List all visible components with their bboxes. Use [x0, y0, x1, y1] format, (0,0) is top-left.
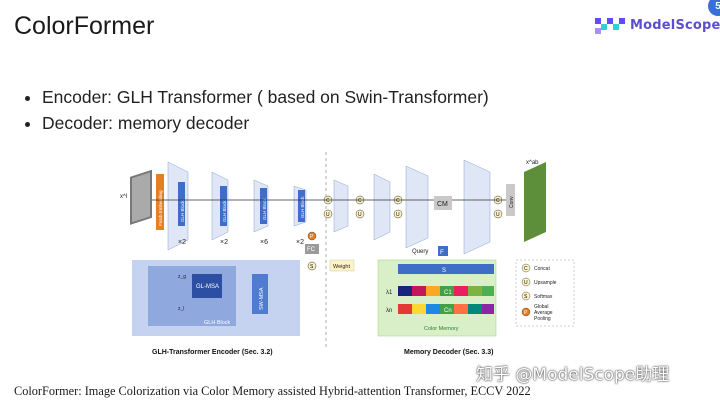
watermark: 知乎 @ModelScope助理 [476, 365, 670, 385]
bullet-decoder: Decoder: memory decoder [42, 110, 489, 136]
modelscope-logo-icon [595, 18, 625, 34]
svg-text:C: C [326, 198, 330, 204]
bullet-list: Encoder: GLH Transformer ( based on Swin… [22, 84, 489, 136]
decoder-stage-4 [463, 159, 491, 255]
upsample-node-2: U [355, 209, 365, 219]
legend-concat: C [521, 263, 531, 273]
decoder-stage-1 [333, 179, 349, 233]
encoder-stage-1: GLH Block [167, 161, 189, 251]
softmax-node: S [307, 261, 317, 271]
decoder-stage-3 [405, 165, 429, 249]
cm-block [434, 196, 452, 210]
sw-msa-block [252, 274, 268, 314]
legend-pooling: P [521, 307, 531, 317]
gl-msa-label: GL-MSA [196, 284, 219, 290]
upsample-node-1: U [323, 209, 333, 219]
query-label: Query [412, 249, 428, 255]
legend-upsample-label: Upsample [534, 280, 557, 286]
glh-block-label-2: GLH Block [222, 200, 227, 222]
output-label: x^ab [526, 160, 539, 166]
svg-text:U: U [326, 212, 330, 218]
svg-text:U: U [358, 212, 362, 218]
glh-block-label-4: GLH Block [300, 196, 305, 218]
output-image [524, 162, 546, 242]
svg-text:C: C [524, 266, 528, 272]
cm-label: CM [437, 201, 448, 208]
legend-pooling-label-3: Pooling [534, 316, 551, 322]
lambda1-label: λ1 [386, 290, 393, 296]
repeat-label-2: ×2 [220, 239, 228, 246]
upsample-node-3: U [393, 209, 403, 219]
svg-text:C: C [396, 198, 400, 204]
architecture-figure: x^l Patch Embedding GLH Block GLH Block … [120, 152, 575, 356]
legend-pooling-label-1: Global [534, 304, 548, 310]
svg-text:P: P [524, 310, 528, 316]
encoder-stage-2: GLH Block [211, 171, 229, 241]
corner-badge[interactable]: 5 [708, 0, 720, 16]
svg-text:C: C [496, 198, 500, 204]
weight-block [329, 259, 355, 272]
upsample-node-4: U [493, 209, 503, 219]
zl-label: z_l [178, 306, 184, 312]
slide-title: ColorFormer [14, 12, 155, 40]
bullet-encoder: Encoder: GLH Transformer ( based on Swin… [42, 84, 489, 110]
figure-caption: ColorFormer: Image Colorization via Colo… [14, 384, 531, 398]
fc-label: FC [307, 247, 316, 253]
conv-block [506, 184, 515, 216]
repeat-label-1: ×2 [178, 239, 186, 246]
conv-label: Conv [509, 196, 515, 208]
encoder-stage-3: GLH Block [253, 179, 269, 233]
legend-pooling-label-2: Average [534, 310, 553, 316]
s-bar [398, 264, 494, 274]
fc-block [305, 244, 319, 254]
legend-softmax-label: Softmax [534, 294, 553, 300]
memory-row-n [398, 304, 494, 314]
encoder-label: GLH-Transformer Encoder (Sec. 3.2) [152, 349, 273, 356]
legend-upsample: U [521, 277, 531, 287]
svg-text:U: U [524, 280, 528, 286]
legend-concat-label: Concat [534, 266, 550, 272]
zg-label: z_g [178, 274, 186, 280]
color-memory-label: Color Memory [424, 326, 459, 332]
patch-embedding-label: Patch Embedding [158, 190, 163, 226]
memory-row-1 [398, 286, 494, 296]
encoder-stage-4: GLH Block [293, 185, 307, 227]
decoder-label: Memory Decoder (Sec. 3.3) [404, 349, 493, 356]
decoder-stage-2 [373, 173, 391, 241]
input-image [130, 169, 152, 225]
repeat-label-3: ×6 [260, 239, 268, 246]
svg-text:S: S [310, 264, 314, 270]
svg-text:C: C [358, 198, 362, 204]
glh-block-caption: GLH Block [204, 320, 231, 326]
logo-text: ModelScope [630, 17, 720, 33]
weight-label: Weight [333, 264, 350, 270]
input-label: x^l [120, 194, 127, 200]
f-block [438, 246, 448, 256]
gl-msa-block [192, 274, 222, 298]
cn-label: Cn [444, 308, 452, 314]
legend-softmax: S [521, 291, 531, 301]
lambdan-label: λn [386, 308, 392, 314]
svg-text:S: S [524, 294, 528, 300]
patch-embedding-block [156, 174, 164, 230]
s-label: S [442, 268, 446, 274]
svg-text:U: U [396, 212, 400, 218]
modelscope-logo: ModelScope [594, 14, 720, 36]
svg-text:P: P [310, 234, 314, 240]
pooling-node: P [307, 231, 317, 241]
glh-block-label-1: GLH Block [180, 200, 185, 222]
svg-text:U: U [496, 212, 500, 218]
glh-block-label-3: GLH Block [262, 198, 267, 220]
sw-msa-label: SW-MSA [259, 287, 265, 310]
f-label: F [440, 249, 444, 256]
repeat-label-4: ×2 [296, 239, 304, 246]
c1-label: C1 [444, 290, 452, 296]
